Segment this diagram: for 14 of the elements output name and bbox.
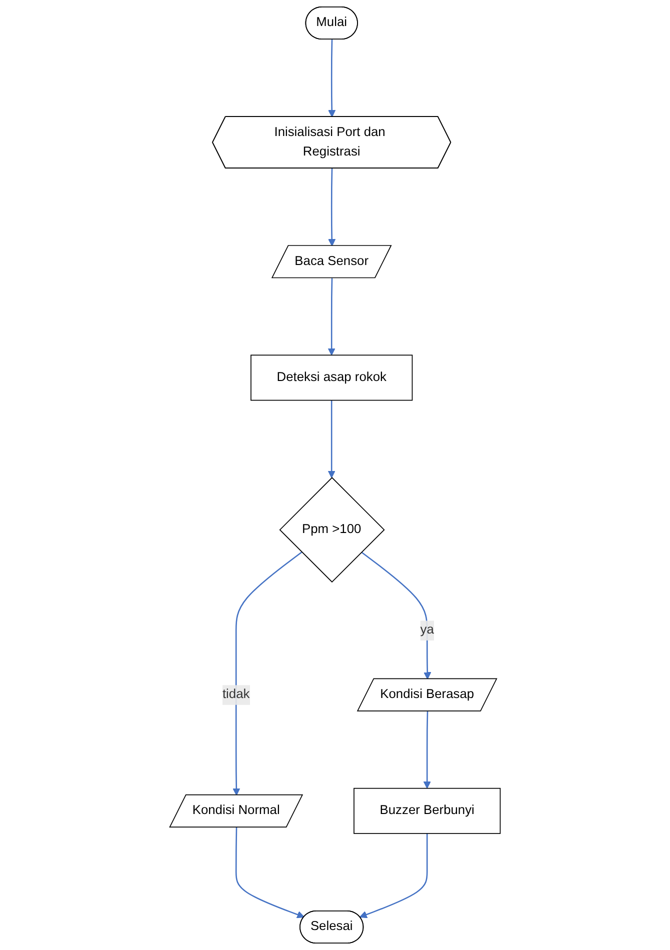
arrow [232, 552, 302, 796]
arrow [235, 827, 304, 918]
arrow [360, 833, 428, 918]
arrow [328, 168, 336, 246]
arrow [423, 711, 431, 789]
arrow [328, 400, 336, 478]
edge-label: ya [420, 622, 434, 637]
edge-label: tidak [222, 686, 250, 702]
node-box: Deteksi asap rokok [250, 354, 413, 401]
node-diamond: Ppm >100 [279, 477, 385, 583]
arrow [328, 40, 336, 118]
arrow [328, 278, 336, 356]
node-box: Buzzer Berbunyi [354, 788, 501, 834]
arrow [361, 552, 432, 680]
